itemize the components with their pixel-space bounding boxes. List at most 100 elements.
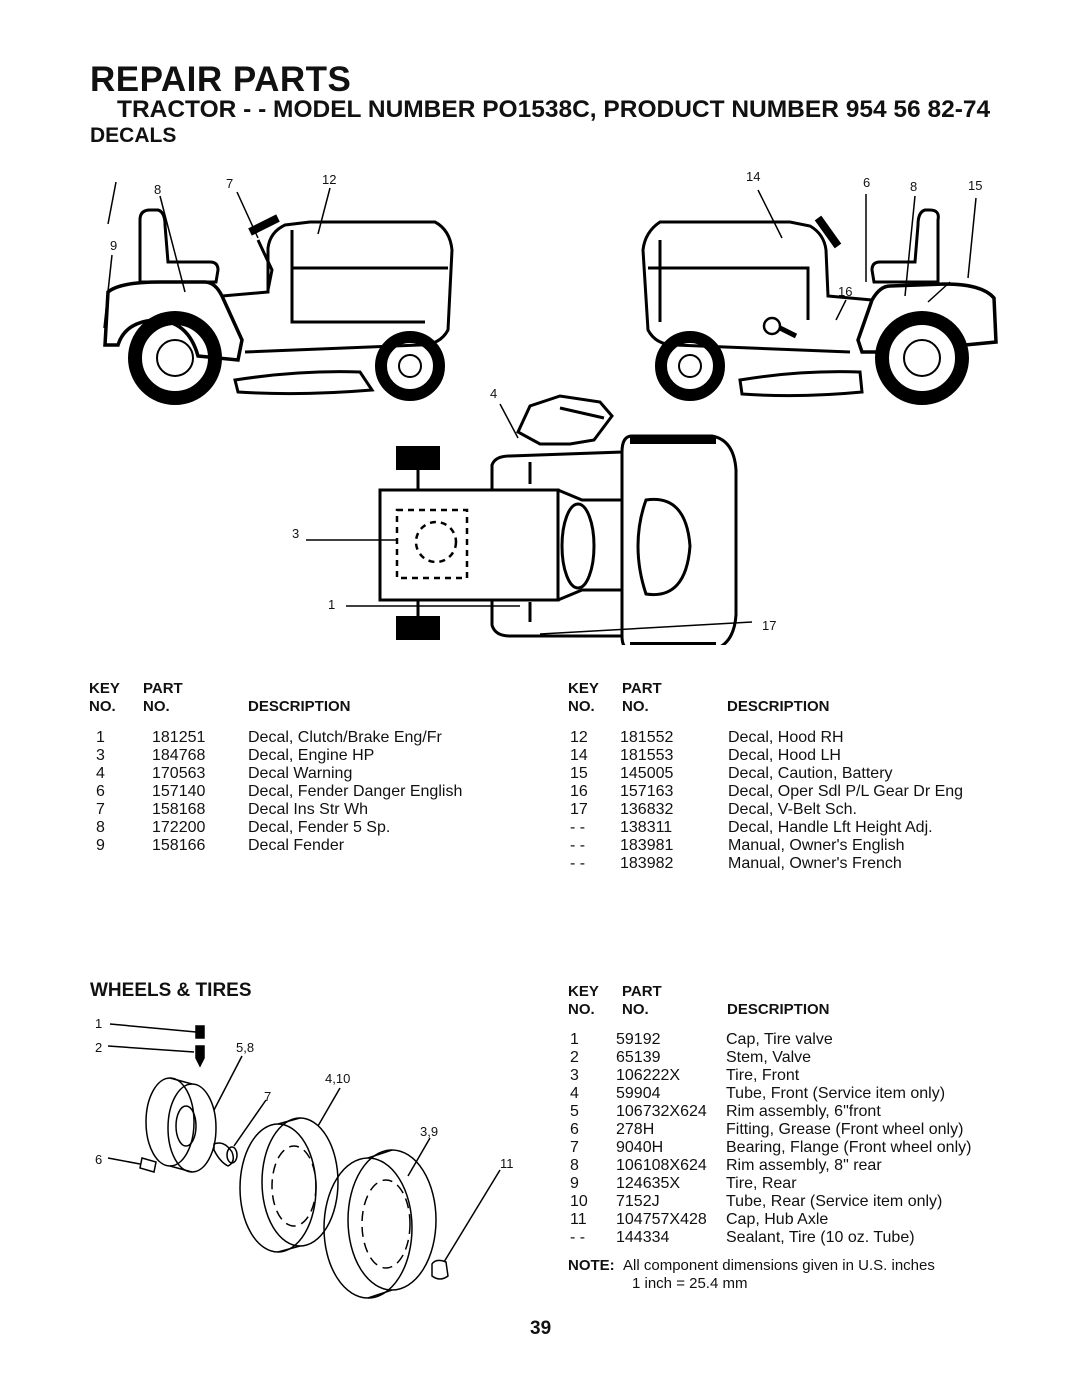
col-header-description: DESCRIPTION <box>727 1001 830 1018</box>
callout-label: 11 <box>500 1156 514 1171</box>
cell-part: 184768 <box>152 747 206 764</box>
cell-key: 3 <box>96 747 105 764</box>
cell-key: 4 <box>570 1085 579 1102</box>
cell-key: - - <box>570 1229 586 1246</box>
callout-label: 3,9 <box>420 1124 439 1139</box>
table-row: - - 144334 Sealant, Tire (10 oz. Tube) <box>570 1229 971 1247</box>
cell-part: 106222X <box>616 1067 681 1084</box>
table-row: 4 59904 Tube, Front (Service item only) <box>570 1085 971 1103</box>
cell-part: 106732X624 <box>616 1103 707 1120</box>
cell-key: 3 <box>570 1067 579 1084</box>
callout-label: 2 <box>95 1040 103 1055</box>
cell-description: Decal, Caution, Battery <box>728 765 893 782</box>
cell-description: Decal Ins Str Wh <box>248 801 369 818</box>
cell-part: 144334 <box>616 1229 670 1246</box>
cell-part: 181552 <box>620 729 674 746</box>
cell-key: 15 <box>570 765 588 782</box>
cell-description: Decal, Fender Danger English <box>248 783 463 800</box>
cell-part: 104757X428 <box>616 1211 707 1228</box>
callout-label: 16 <box>838 284 853 299</box>
col-header-description: DESCRIPTION <box>727 698 830 715</box>
cell-key: 1 <box>570 1031 579 1048</box>
cell-key: - - <box>570 855 586 872</box>
callout-label: 4,10 <box>325 1071 351 1086</box>
cell-part: 170563 <box>152 765 206 782</box>
col-header-description: DESCRIPTION <box>248 698 351 715</box>
cell-key: 5 <box>570 1103 579 1120</box>
cell-description: Decal, Hood RH <box>728 729 844 746</box>
cell-part: 172200 <box>152 819 206 836</box>
cell-key: 9 <box>570 1175 579 1192</box>
cell-description: Manual, Owner's French <box>728 855 902 872</box>
cell-description: Sealant, Tire (10 oz. Tube) <box>726 1229 915 1246</box>
cell-description: Bearing, Flange (Front wheel only) <box>726 1139 972 1156</box>
cell-part: 158166 <box>152 837 206 854</box>
cell-part: 183982 <box>620 855 674 872</box>
cell-part: 65139 <box>616 1049 661 1066</box>
cell-description: Decal, V-Belt Sch. <box>728 801 857 818</box>
cell-part: 124635X <box>616 1175 681 1192</box>
note-line1: All component dimensions given in U.S. i… <box>623 1257 935 1274</box>
callout-label: 6 <box>95 1152 103 1167</box>
page-number: 39 <box>530 1318 552 1339</box>
table-row: 15 145005 Decal, Caution, Battery <box>570 765 963 783</box>
note-line2: 1 inch = 25.4 mm <box>632 1275 748 1292</box>
cell-description: Tube, Rear (Service item only) <box>726 1193 943 1210</box>
cell-part: 59904 <box>616 1085 661 1102</box>
wheels-tires-heading: WHEELS & TIRES <box>90 980 252 1001</box>
cell-description: Tube, Front (Service item only) <box>726 1085 946 1102</box>
callout-label: 14 <box>746 169 761 184</box>
table-row: - - 183982 Manual, Owner's French <box>570 855 963 873</box>
cell-description: Manual, Owner's English <box>728 837 905 854</box>
cell-description: Rim assembly, 8" rear <box>726 1157 882 1174</box>
cell-part: 158168 <box>152 801 206 818</box>
cell-key: 8 <box>570 1157 579 1174</box>
cell-description: Tire, Front <box>726 1067 800 1084</box>
cell-key: 2 <box>570 1049 579 1066</box>
cell-part: 183981 <box>620 837 674 854</box>
callout-label: 17 <box>762 618 777 633</box>
page-subtitle: TRACTOR - - MODEL NUMBER PO1538C, PRODUC… <box>117 96 991 123</box>
cell-description: Cap, Hub Axle <box>726 1211 829 1228</box>
cell-description: Decal Warning <box>248 765 353 782</box>
callout-label: 7 <box>264 1089 272 1104</box>
table-row: 4 170563 Decal Warning <box>96 765 462 783</box>
cell-part: 278H <box>616 1121 655 1138</box>
callout-label: 1 <box>95 1016 103 1031</box>
callout-label: 4 <box>490 386 498 401</box>
tractor-left-view <box>103 181 454 405</box>
callout-label: 3 <box>292 526 300 541</box>
cell-description: Fitting, Grease (Front wheel only) <box>726 1121 964 1138</box>
wheels-diagram <box>107 1023 501 1299</box>
callout-label: 12 <box>322 172 337 187</box>
cell-key: 16 <box>570 783 588 800</box>
cell-key: 10 <box>570 1193 588 1210</box>
cell-key: 4 <box>96 765 105 782</box>
table-row: 12 181552 Decal, Hood RH <box>570 729 963 747</box>
cell-part: 145005 <box>620 765 674 782</box>
cell-key: 14 <box>570 747 588 764</box>
cell-key: 12 <box>570 729 588 746</box>
tractor-right-view <box>641 189 998 405</box>
cell-key: - - <box>570 819 586 836</box>
cell-description: Decal Fender <box>248 837 345 854</box>
cell-description: Decal, Clutch/Brake Eng/Fr <box>248 729 442 746</box>
